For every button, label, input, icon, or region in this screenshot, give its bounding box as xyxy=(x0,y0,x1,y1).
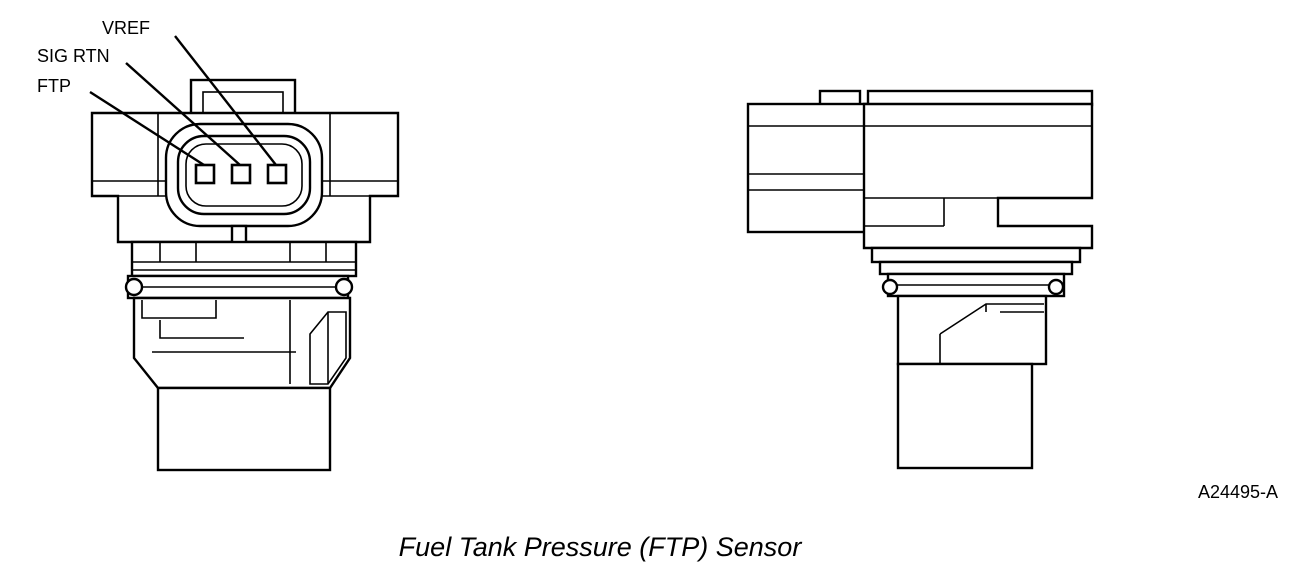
side-connector-nose xyxy=(746,102,868,234)
diagram-caption: Fuel Tank Pressure (FTP) Sensor xyxy=(399,532,803,562)
side-bottom-port xyxy=(896,362,1034,470)
front-view-sensor xyxy=(90,78,400,472)
side-lower-body xyxy=(896,294,1048,366)
side-view-sensor xyxy=(746,89,1094,470)
figure-id: A24495-A xyxy=(1198,482,1278,502)
vref-label: VREF xyxy=(102,18,150,38)
ftp-label: FTP xyxy=(37,76,71,96)
front-neck xyxy=(130,224,358,278)
ftp-leader xyxy=(89,90,205,167)
sig-rtn-terminal xyxy=(230,163,252,185)
side-main-housing xyxy=(862,102,1094,250)
front-lower-body xyxy=(132,296,352,390)
sig-rtn-label: SIG RTN xyxy=(37,46,110,66)
side-neck xyxy=(870,246,1082,276)
side-o-ring xyxy=(881,272,1066,298)
front-bottom-port xyxy=(156,386,332,472)
vref-leader xyxy=(174,35,277,166)
sig-rtn-leader xyxy=(125,62,241,166)
ftp-terminal xyxy=(194,163,216,185)
front-o-ring xyxy=(124,274,354,300)
leader-lines xyxy=(89,35,277,167)
vref-terminal xyxy=(266,163,288,185)
